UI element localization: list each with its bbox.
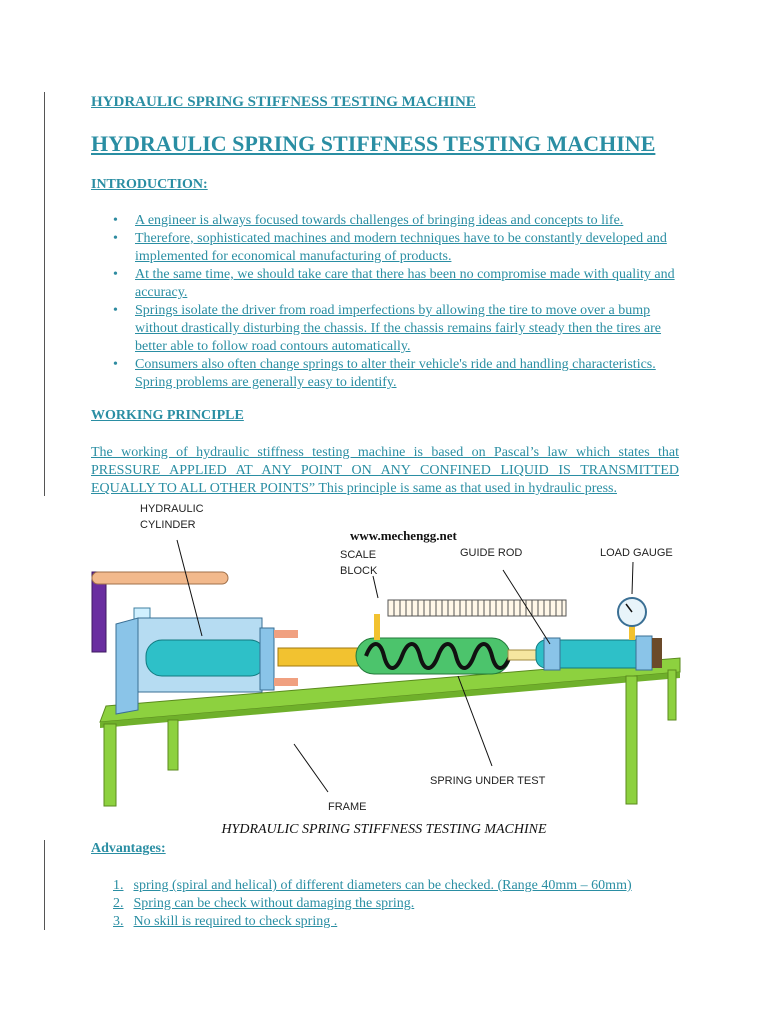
label-scale-block: SCALE bbox=[340, 549, 376, 561]
list-item[interactable]: •Consumers also often change springs to … bbox=[113, 357, 656, 390]
left-margin-bar-bottom bbox=[44, 840, 45, 930]
spring-under-test bbox=[364, 642, 512, 670]
advantages-heading[interactable]: Advantages: bbox=[91, 841, 166, 856]
figure-caption: HYDRAULIC SPRING STIFFNESS TESTING MACHI… bbox=[221, 822, 547, 837]
document-title-small[interactable]: HYDRAULIC SPRING STIFFNESS TESTING MACHI… bbox=[91, 94, 476, 110]
bullet-icon: • bbox=[113, 303, 118, 318]
table-leg bbox=[625, 675, 638, 805]
bullet-icon: • bbox=[113, 267, 118, 282]
list-item[interactable]: 2.Spring can be check without damaging t… bbox=[113, 896, 415, 911]
label-spring-under-test: SPRING UNDER TEST bbox=[430, 775, 546, 787]
label-hydraulic-cylinder-line2: CYLINDER bbox=[140, 519, 196, 531]
lever-arm bbox=[91, 571, 229, 585]
working-principle-heading[interactable]: WORKING PRINCIPLE bbox=[91, 408, 244, 423]
advantages-list: 1.spring (spiral and helical) of differe… bbox=[91, 877, 711, 931]
piston-rod bbox=[277, 647, 359, 667]
hydraulic-cylinder bbox=[145, 639, 267, 677]
label-scale-block-line2: BLOCK bbox=[340, 565, 378, 577]
list-item[interactable]: 1.spring (spiral and helical) of differe… bbox=[113, 878, 632, 893]
working-principle-text[interactable]: The working of hydraulic stiffness testi… bbox=[91, 445, 679, 496]
table-leg bbox=[167, 719, 179, 771]
list-item[interactable]: •Therefore, sophisticated machines and m… bbox=[113, 231, 667, 264]
cylinder-block bbox=[115, 617, 139, 715]
list-item[interactable]: •A engineer is always focused towards ch… bbox=[113, 213, 624, 228]
label-guide-rod: GUIDE ROD bbox=[460, 547, 522, 559]
list-item[interactable]: 3.No skill is required to check spring . bbox=[113, 914, 338, 929]
label-hydraulic-cylinder: HYDRAULIC bbox=[140, 503, 204, 515]
label-frame: FRAME bbox=[328, 801, 367, 813]
list-item[interactable]: •At the same time, we should take care t… bbox=[113, 267, 675, 300]
scale-block bbox=[387, 599, 567, 617]
introduction-list: •A engineer is always focused towards ch… bbox=[91, 212, 691, 392]
machine-diagram: HYDRAULIC CYLINDER www.mechengg.net SCAL… bbox=[91, 503, 681, 813]
table-leg bbox=[103, 723, 117, 807]
table-leg bbox=[667, 669, 677, 721]
document-title[interactable]: HYDRAULIC SPRING STIFFNESS TESTING MACHI… bbox=[91, 131, 656, 156]
bullet-icon: • bbox=[113, 213, 118, 228]
introduction-heading[interactable]: INTRODUCTION: bbox=[91, 177, 208, 192]
website-label: www.mechengg.net bbox=[350, 528, 458, 543]
bullet-icon: • bbox=[113, 357, 118, 372]
left-margin-bar-top bbox=[44, 92, 45, 496]
list-item[interactable]: •Springs isolate the driver from road im… bbox=[113, 303, 662, 354]
bullet-icon: • bbox=[113, 231, 118, 246]
label-load-gauge: LOAD GAUGE bbox=[600, 547, 673, 559]
